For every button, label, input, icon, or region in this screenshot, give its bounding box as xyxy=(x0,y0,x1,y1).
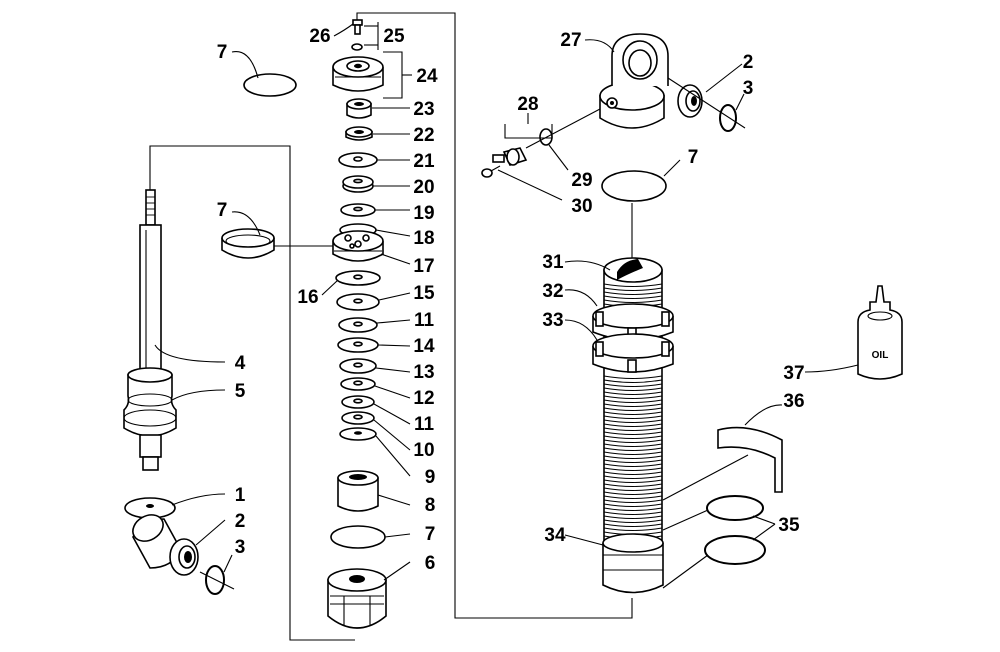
bearing-2-right xyxy=(677,84,703,118)
callout-8: 8 xyxy=(425,495,436,516)
valve-group-28 xyxy=(481,108,601,178)
callout-30: 30 xyxy=(571,196,592,217)
sleeve-left xyxy=(132,514,182,569)
collar-34 xyxy=(602,533,664,594)
callout-2: 2 xyxy=(235,511,246,532)
oring-7-upper-left xyxy=(243,73,297,97)
callout-33: 33 xyxy=(542,310,563,331)
callout-7: 7 xyxy=(425,524,436,545)
callout-35: 35 xyxy=(778,515,800,536)
callout-25: 25 xyxy=(383,26,405,47)
cap-assembly-24 xyxy=(332,56,384,92)
callout-11: 11 xyxy=(414,310,435,331)
callout-34: 34 xyxy=(544,525,566,546)
oring-7-center xyxy=(330,525,386,549)
assembly-frame-lines xyxy=(149,12,633,641)
callout-16: 16 xyxy=(297,287,318,308)
washer-1 xyxy=(124,497,176,519)
callout-7: 7 xyxy=(217,200,228,221)
callout-4: 4 xyxy=(235,353,246,374)
callout-labels: 7 26 25 24 23 22 21 20 19 18 7 17 16 15 … xyxy=(217,26,805,574)
callout-7: 7 xyxy=(217,42,228,63)
callout-27: 27 xyxy=(560,30,581,51)
callout-9: 9 xyxy=(425,467,436,488)
washer-25 xyxy=(351,43,363,51)
bushing-23 xyxy=(346,98,372,119)
callout-32: 32 xyxy=(542,281,563,302)
body-group: OIL xyxy=(481,33,903,594)
callout-22: 22 xyxy=(413,125,434,146)
callout-14: 14 xyxy=(413,336,435,357)
callout-6: 6 xyxy=(425,553,436,574)
washer-22 xyxy=(345,126,373,141)
piston-17 xyxy=(332,230,384,262)
callout-5: 5 xyxy=(235,381,246,402)
callout-23: 23 xyxy=(413,99,434,120)
oil-bottle-37: OIL xyxy=(857,285,903,380)
callout-15: 15 xyxy=(413,283,435,304)
cap-27 xyxy=(599,33,669,129)
callout-29: 29 xyxy=(571,170,592,191)
callout-10: 10 xyxy=(413,440,434,461)
callout-13: 13 xyxy=(413,362,434,383)
callout-36: 36 xyxy=(783,391,804,412)
oil-label: OIL xyxy=(872,350,889,361)
body-threads xyxy=(603,283,663,539)
heat-shield-36 xyxy=(662,426,783,501)
shim-19 xyxy=(340,203,376,217)
shaft-eye-5 xyxy=(123,367,177,471)
circlip-3-right xyxy=(667,77,746,132)
oring-7-right xyxy=(601,170,667,202)
callout-2: 2 xyxy=(743,52,754,73)
washer-9 xyxy=(339,427,377,441)
callout-7: 7 xyxy=(688,147,699,168)
shaft-group xyxy=(123,73,297,595)
bumper-8 xyxy=(337,470,379,512)
callout-11: 11 xyxy=(414,414,435,435)
callout-1: 1 xyxy=(235,485,246,506)
callout-37: 37 xyxy=(783,363,804,384)
shaft-4 xyxy=(139,189,162,376)
bearing-2-left xyxy=(169,538,199,576)
callout-28: 28 xyxy=(517,94,538,115)
spring-clips-35 xyxy=(662,495,766,589)
washer-21 xyxy=(338,152,378,168)
shim-20 xyxy=(342,175,374,193)
locknut-33 xyxy=(592,333,674,373)
center-stack xyxy=(327,19,387,629)
callout-31: 31 xyxy=(542,252,564,273)
callout-3: 3 xyxy=(235,537,246,558)
washer-16 xyxy=(335,270,381,286)
callout-20: 20 xyxy=(413,177,434,198)
callout-24: 24 xyxy=(416,66,438,87)
circlip-3-left xyxy=(199,565,235,595)
band-7-left xyxy=(221,228,275,259)
valve-core-30 xyxy=(481,165,501,178)
end-cap-6 xyxy=(327,568,387,629)
callout-19: 19 xyxy=(413,203,434,224)
callout-21: 21 xyxy=(413,151,435,172)
leader-lines xyxy=(154,22,859,581)
callout-12: 12 xyxy=(413,388,434,409)
callout-26: 26 xyxy=(309,26,330,47)
callout-3: 3 xyxy=(743,78,754,99)
screw-26 xyxy=(352,19,363,35)
callout-18: 18 xyxy=(413,228,434,249)
callout-17: 17 xyxy=(413,256,434,277)
